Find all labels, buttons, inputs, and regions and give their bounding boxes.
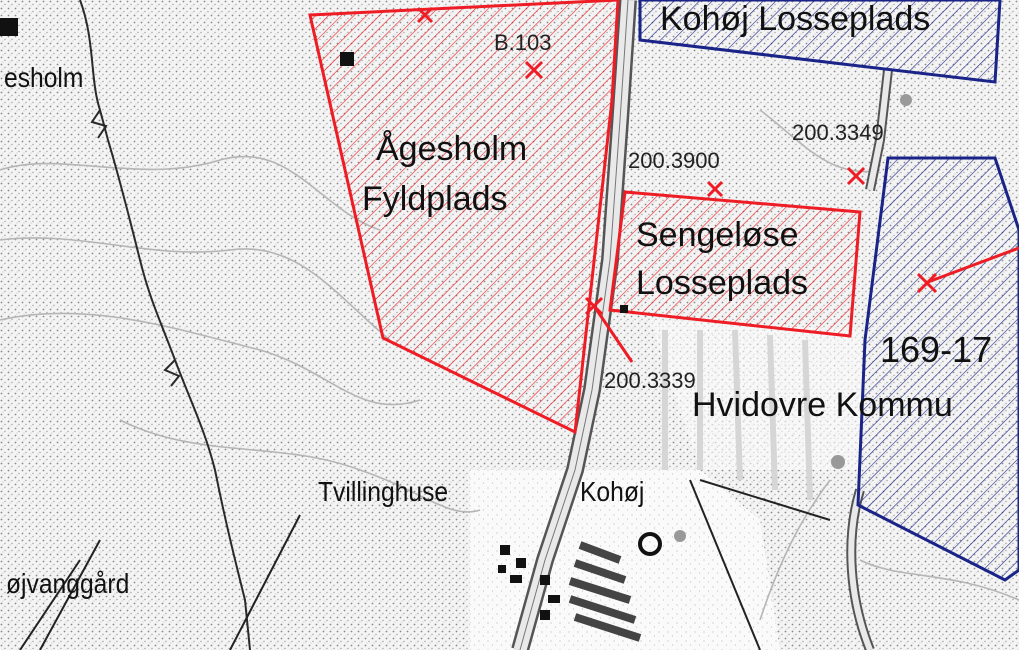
place-label-esholm: esholm	[4, 62, 84, 93]
kohoj-losseplads-area[interactable]	[638, 0, 1002, 84]
site-markers	[416, 6, 938, 316]
site-marker-3349-icon	[846, 166, 866, 186]
site-id-3349: 200.3349	[792, 120, 884, 145]
kohoj-losseplads-label: Kohøj Losseplads	[660, 0, 931, 38]
row-houses	[568, 541, 642, 642]
hvidovre-label: Hvidovre Kommu	[692, 386, 953, 424]
tvillinghuse-label: Tvillinghuse	[318, 476, 449, 507]
site-id-3339: 200.3339	[604, 368, 696, 393]
sengelose-losseplads-area[interactable]	[608, 190, 862, 338]
contour-lines	[0, 109, 1019, 621]
agesholm-fyldplads-area[interactable]	[308, 0, 620, 435]
agesholm-label-line2: Fyldplads	[362, 180, 508, 218]
site-id-3900: 200.3900	[628, 148, 720, 173]
site-marker-top-icon	[416, 6, 434, 24]
kohoj-label: Kohøj	[580, 476, 645, 507]
plot-169-label: 169-17	[880, 329, 993, 370]
sengelose-label-line1: Sengeløse	[636, 216, 799, 254]
track-lines	[19, 479, 831, 650]
site-id-b103: B.103	[494, 30, 552, 55]
settlement-area	[470, 470, 780, 650]
site-marker-b103-icon	[524, 60, 544, 80]
buildings	[0, 18, 628, 620]
site-marker-3339-icon	[584, 296, 604, 316]
secondary-road	[846, 69, 893, 650]
leader-lines	[592, 246, 1019, 363]
sengelose-label-line2: Losseplads	[636, 264, 809, 302]
agesholm-label-line1: Ågesholm	[376, 130, 528, 168]
field-dividers	[662, 329, 813, 501]
site-marker-169-icon	[916, 272, 938, 294]
site-marker-3900-icon	[706, 180, 724, 198]
place-label-ojvanggard: øjvanggård	[6, 568, 130, 599]
municipal-boundary	[79, 0, 251, 650]
church-icon	[638, 532, 662, 556]
main-road	[511, 0, 637, 650]
